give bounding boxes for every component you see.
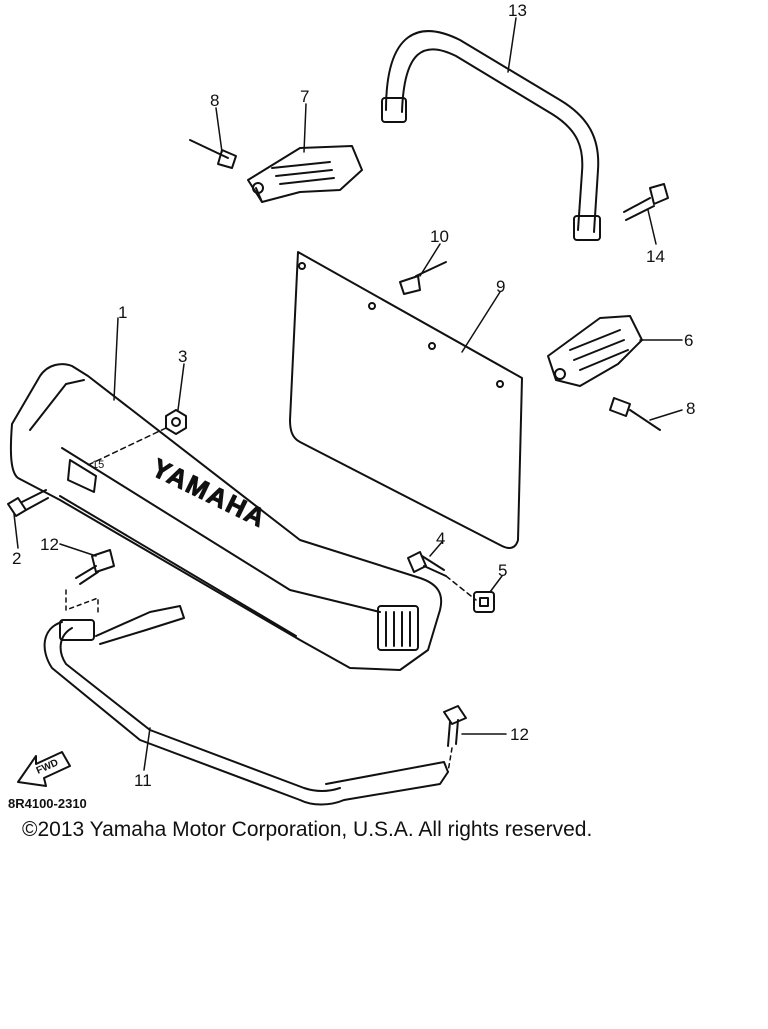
- part-4-bolt: [407, 551, 477, 601]
- leader-lines: [13, 17, 683, 771]
- label-part-2: 2: [12, 549, 21, 568]
- label-part-5: 5: [498, 561, 507, 580]
- label-part-9: 9: [496, 277, 505, 296]
- part-8-rivet-right: [609, 397, 661, 431]
- label-part-6: 6: [684, 331, 693, 350]
- part-12-bolt-left: [65, 549, 115, 613]
- part-6-bracket: [547, 315, 643, 387]
- part-2-bolt: [7, 489, 49, 517]
- part-9-plate-panel: [289, 251, 523, 549]
- copyright-notice: ©2013 Yamaha Motor Corporation, U.S.A. A…: [22, 818, 593, 841]
- label-part-12-right: 12: [510, 725, 529, 744]
- bumper-brand-mark: YAMAHA: [147, 452, 271, 533]
- part-8-rivet-top: [189, 139, 237, 169]
- label-part-10: 10: [430, 227, 449, 246]
- label-part-8-right: 8: [686, 399, 695, 418]
- fwd-label: FWD: [35, 757, 60, 776]
- part-14-bolt: [623, 183, 669, 221]
- part-number-labels: 1 2 3 4 5 6 7 8 8 9 10 11 12 12 13 14 15: [12, 1, 695, 790]
- fwd-arrow: [17, 751, 71, 787]
- part-13-grab-handle: [381, 30, 601, 241]
- label-part-15: 15: [92, 459, 104, 471]
- label-part-4: 4: [436, 529, 445, 548]
- part-1-bumper: [9, 363, 443, 671]
- label-part-12-left: 12: [40, 535, 59, 554]
- figure-code: 8R4100-2310: [8, 796, 87, 811]
- part-5-grommet: [473, 591, 495, 613]
- part-3-nut: [85, 409, 187, 467]
- label-part-13: 13: [508, 1, 527, 20]
- part-10-rivet: [399, 261, 447, 295]
- label-part-8-top: 8: [210, 91, 219, 110]
- part-12-bolt-right: [443, 705, 467, 773]
- label-part-3: 3: [178, 347, 187, 366]
- label-part-7: 7: [300, 87, 309, 106]
- part-11-lower-bar: [43, 605, 449, 806]
- label-part-14: 14: [646, 247, 665, 266]
- part-7-bracket: [247, 145, 363, 203]
- label-part-11: 11: [134, 771, 152, 790]
- label-part-1: 1: [118, 303, 127, 322]
